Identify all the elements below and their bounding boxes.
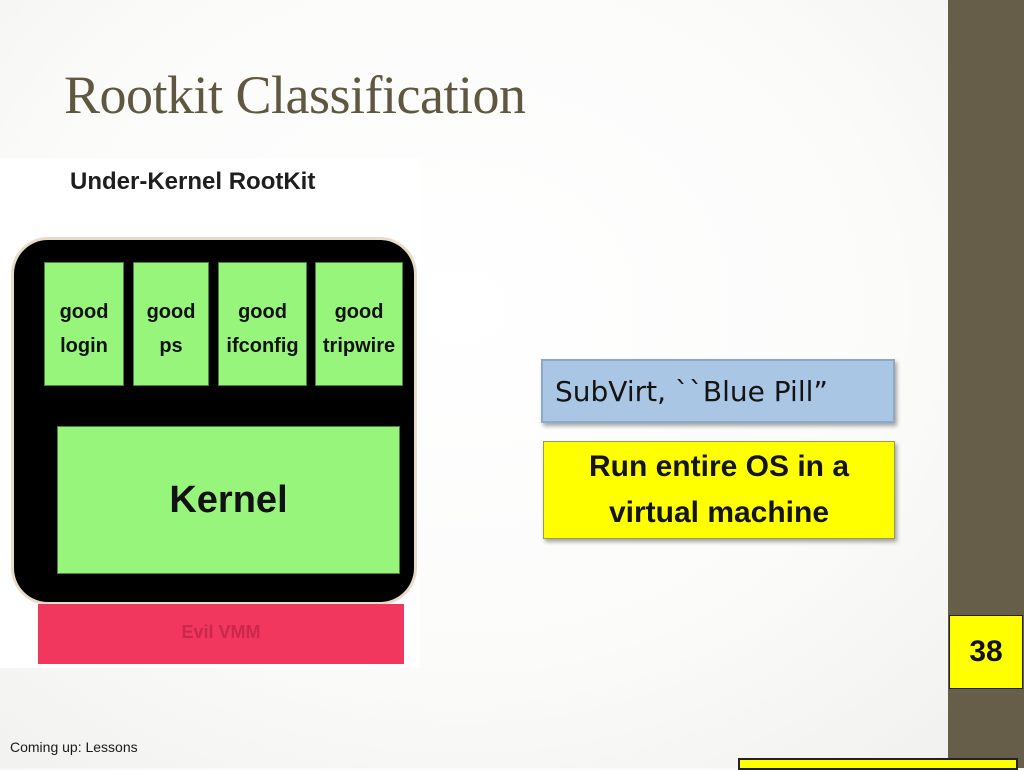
app-label-line1: good xyxy=(334,301,384,323)
app-label-line2: ifconfig xyxy=(226,335,299,357)
app-label-line2: tripwire xyxy=(322,335,396,357)
app-box-login: good login xyxy=(44,262,124,386)
slide-title: Rootkit Classification xyxy=(64,65,526,125)
app-box-tripwire: good tripwire xyxy=(315,262,403,386)
kernel-box: Kernel xyxy=(57,426,400,574)
app-label-line2: ps xyxy=(159,335,183,357)
bottom-highlight-box xyxy=(738,758,1018,770)
app-box-ps: good ps xyxy=(133,262,209,386)
run-os-line2: virtual machine xyxy=(608,496,830,529)
app-label-line2: login xyxy=(60,335,108,357)
subvirt-callout: SubVirt, ``Blue Pill” xyxy=(541,359,895,423)
page-number: 38 xyxy=(949,615,1023,689)
evil-vmm-box: Evil VMM xyxy=(38,604,404,664)
diagram-title: Under-Kernel RootKit xyxy=(70,168,316,195)
app-box-ifconfig: good ifconfig xyxy=(218,262,307,386)
footer-text: Coming up: Lessons xyxy=(10,739,138,755)
run-os-callout: Run entire OS in a virtual machine xyxy=(543,441,895,539)
under-kernel-rootkit-diagram: Under-Kernel RootKit good login good ps … xyxy=(0,158,420,668)
app-label-line1: good xyxy=(238,301,287,323)
app-label-line1: good xyxy=(146,301,196,323)
app-label-line1: good xyxy=(59,301,109,323)
run-os-line1: Run entire OS in a xyxy=(588,450,850,483)
